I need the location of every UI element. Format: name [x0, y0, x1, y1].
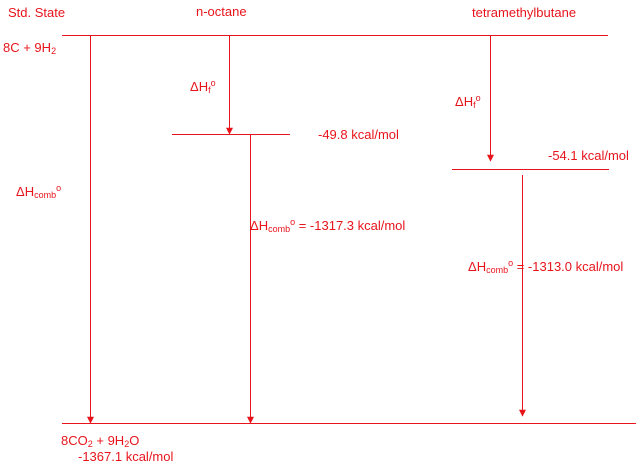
header-n-octane: n-octane	[196, 4, 247, 19]
products-energy: -1367.1 kcal/mol	[78, 449, 174, 464]
header-tetramethylbutane: tetramethylbutane	[472, 5, 577, 20]
header-std-state: Std. State	[8, 5, 66, 20]
tmb-comb-label: ΔHcombo = -1313.0 kcal/mol	[468, 258, 624, 275]
products-label: 8CO2 + 9H2O	[61, 433, 140, 449]
n-octane-formation-label: ΔHfo	[190, 78, 216, 95]
reactants-label: 8C + 9H2	[3, 40, 57, 56]
n-octane-comb-label: ΔHcombo = -1317.3 kcal/mol	[250, 217, 406, 234]
tmb-formation-label: ΔHfo	[455, 93, 481, 110]
tmb-formation-value: -54.1 kcal/mol	[548, 148, 629, 163]
n-octane-formation-value: -49.8 kcal/mol	[318, 127, 399, 142]
std-comb-label: ΔHcombo	[16, 183, 62, 200]
